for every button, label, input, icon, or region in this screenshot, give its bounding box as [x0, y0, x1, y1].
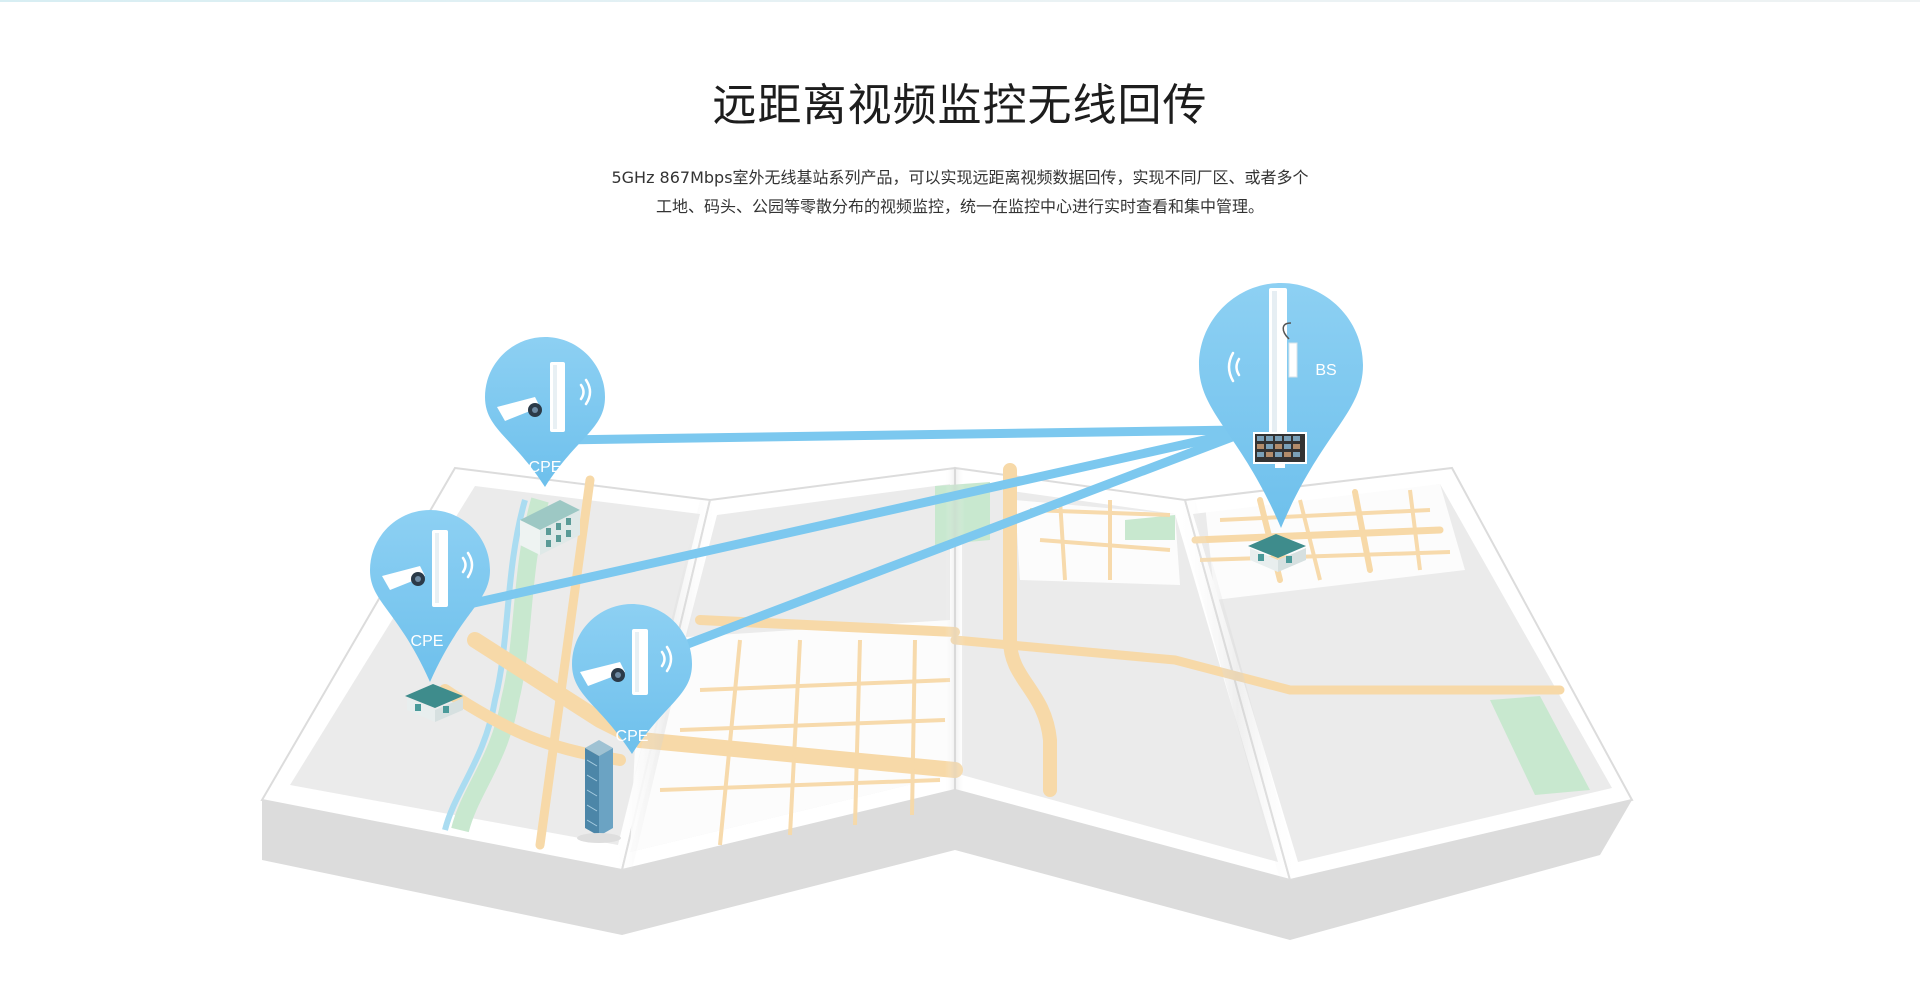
base-station-icon: [1269, 288, 1298, 443]
monitor-center-icon: [1253, 432, 1307, 468]
cpe-camera-icon: [580, 629, 648, 695]
link-cpe2-bs: [460, 427, 1245, 610]
bs-label: BS: [1315, 362, 1336, 379]
page-title: 远距离视频监控无线回传: [712, 80, 1208, 131]
wifi-signal-icon: [660, 645, 673, 673]
tower-building-icon: [577, 740, 621, 843]
cpe-camera-icon: [497, 362, 565, 432]
office-building-icon: [520, 500, 580, 555]
cpe-camera-icon: [382, 530, 448, 607]
wifi-signal-icon: [579, 378, 592, 406]
map-shadow: [262, 790, 1632, 940]
cpe-pin-1: CPE: [485, 337, 605, 487]
cpe-label: CPE: [529, 459, 562, 476]
bs-pin: BS: [1199, 283, 1363, 528]
description-line-1: 5GHz 867Mbps室外无线基站系列产品，可以实现远距离视频数据回传，实现不…: [611, 168, 1309, 187]
link-cpe3-bs: [680, 429, 1245, 650]
cpe-pin-2: CPE: [370, 510, 490, 682]
page-description: 5GHz 867Mbps室外无线基站系列产品，可以实现远距离视频数据回传，实现不…: [560, 163, 1360, 221]
description-line-2: 工地、码头、公园等零散分布的视频监控，统一在监控中心进行实时查看和集中管理。: [655, 197, 1264, 216]
top-divider: [0, 0, 1920, 2]
cpe-label: CPE: [616, 728, 649, 745]
wifi-signal-icon: [1227, 351, 1241, 383]
wireless-links: [460, 425, 1245, 650]
wifi-signal-icon: [461, 551, 474, 579]
link-cpe1-bs: [555, 425, 1245, 445]
cpe-label: CPE: [411, 633, 444, 650]
house-icon: [405, 684, 463, 722]
cpe-pin-3: CPE: [572, 604, 692, 754]
house-icon: [1248, 534, 1306, 572]
